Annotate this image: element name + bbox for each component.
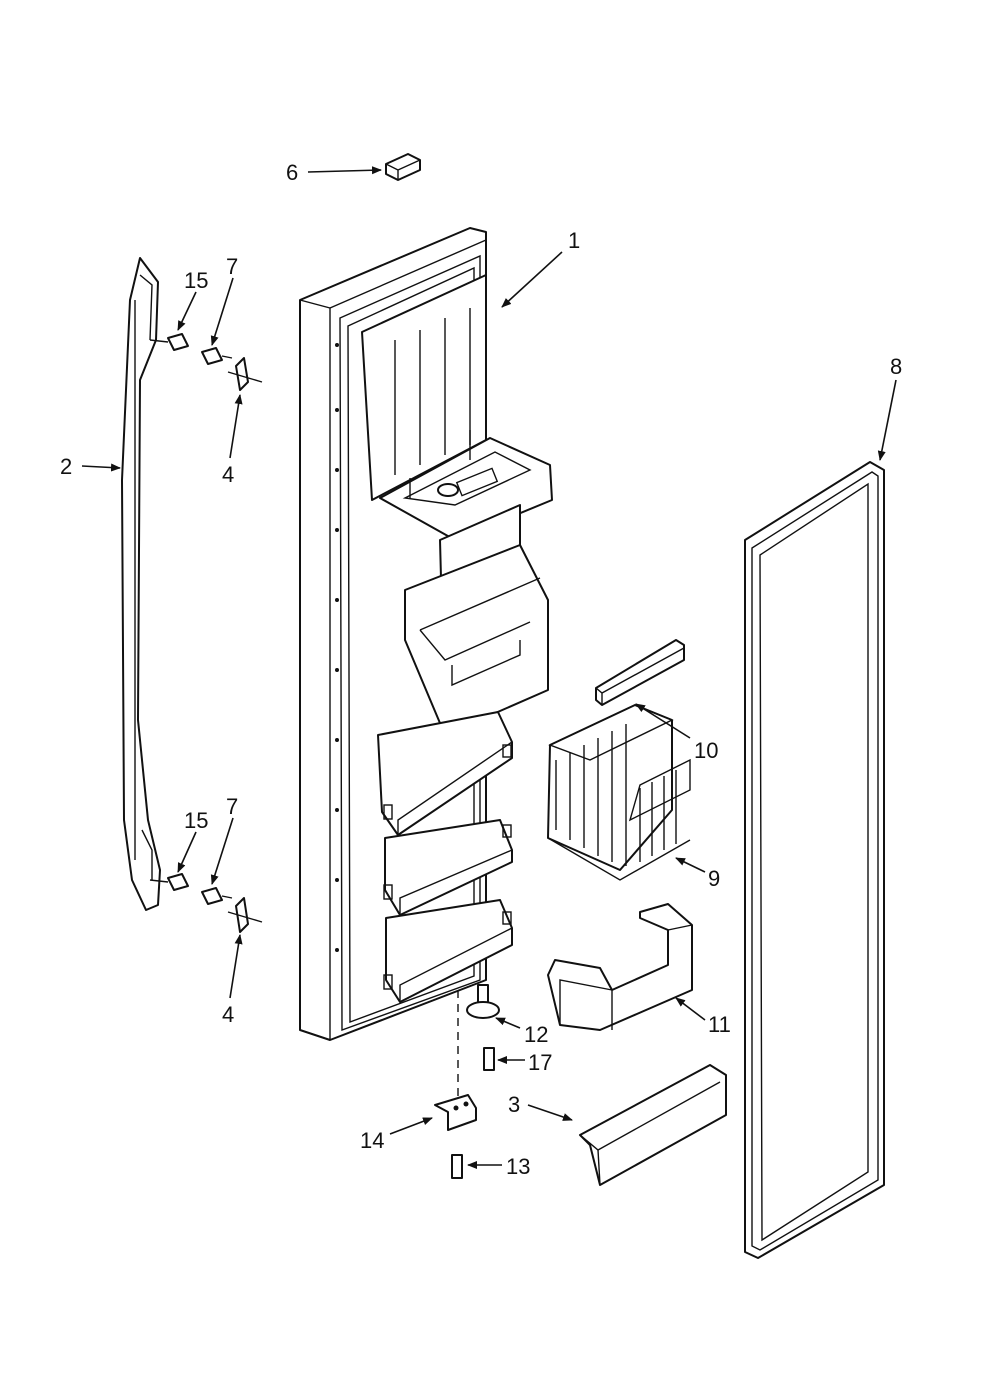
callout-1: 1 [568, 228, 580, 253]
callout-15-lower: 15 [184, 808, 208, 833]
part-9-wire-basket [547, 704, 691, 881]
callout-11: 11 [708, 1012, 731, 1037]
callout-9: 9 [708, 866, 720, 891]
callout-8: 8 [890, 354, 902, 379]
callout-4-lower: 4 [222, 1002, 234, 1027]
part-6-bracket [385, 153, 421, 181]
part-2-handle [121, 257, 161, 911]
callout-3: 3 [508, 1092, 520, 1117]
leader-15b [177, 831, 197, 873]
leader-7a [210, 277, 234, 346]
leader-3 [527, 1104, 573, 1121]
part-8-gasket [744, 461, 885, 1259]
leader-8 [877, 379, 897, 461]
leader-lines [81, 166, 897, 1169]
part-10-rail [595, 639, 685, 706]
callout-17: 17 [528, 1050, 552, 1075]
callout-15-upper: 15 [184, 268, 208, 293]
callout-10: 10 [694, 738, 718, 763]
callout-14: 14 [360, 1128, 384, 1153]
part-13-screw [451, 1154, 463, 1179]
leader-10 [635, 703, 691, 739]
part-15-screw-lower [149, 873, 189, 891]
part-7-screw-lower [201, 887, 233, 905]
part-7-screw-upper [201, 347, 233, 365]
part-15-screw-upper [149, 333, 189, 351]
part-3-door-bin [579, 1064, 727, 1186]
leader-6 [307, 166, 382, 175]
part-4-clip-upper [227, 357, 263, 391]
door-shelves [377, 711, 513, 1003]
callout-7-lower: 7 [226, 794, 238, 819]
callout-12: 12 [524, 1022, 548, 1047]
leader-15a [177, 291, 197, 331]
leader-11 [675, 997, 706, 1021]
leader-4b [229, 934, 243, 999]
callout-7-upper: 7 [226, 254, 238, 279]
leader-2 [81, 463, 121, 472]
callout-labels: 6 1 2 15 7 4 15 7 4 8 10 9 11 12 17 3 14… [60, 160, 902, 1179]
callout-13: 13 [506, 1154, 530, 1179]
callout-2: 2 [60, 454, 72, 479]
leader-7b [210, 817, 234, 885]
leader-14 [389, 1117, 433, 1135]
leader-12 [495, 1017, 521, 1029]
leader-1 [501, 251, 563, 308]
leader-9 [675, 857, 706, 873]
leader-4a [229, 394, 243, 459]
part-1-door-liner [299, 227, 553, 1041]
part-4-clip-lower [227, 897, 263, 933]
part-12-cam [466, 984, 500, 1019]
part-11-ice-bin [547, 903, 693, 1031]
part-17-screw [483, 1047, 495, 1071]
part-14-hinge [434, 1094, 477, 1131]
callout-6: 6 [286, 160, 298, 185]
door-screw-holes [335, 343, 339, 952]
callout-4-upper: 4 [222, 462, 234, 487]
